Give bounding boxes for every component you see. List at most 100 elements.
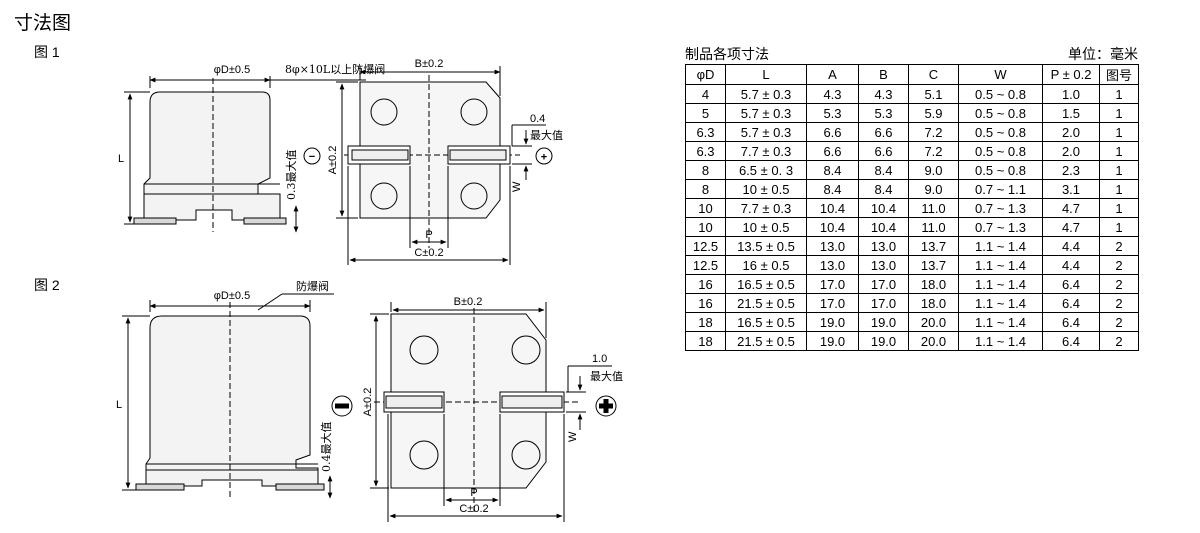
table-cell: 16 — [685, 274, 726, 294]
table-cell: 0.5 ~ 0.8 — [958, 141, 1043, 161]
table-cell: 13.7 — [908, 236, 959, 256]
figure-1-label: 图 1 — [34, 44, 60, 60]
table-cell: 4.3 — [858, 84, 909, 104]
capacitor-body-1 — [143, 91, 281, 221]
table-cell: 6.3 — [685, 122, 726, 142]
col-header: A — [806, 64, 859, 85]
table-cell: 17.0 — [858, 274, 909, 294]
table-cell: 0.5 ~ 0.8 — [958, 122, 1043, 142]
table-cell: 16.5 ± 0.5 — [725, 312, 807, 332]
table-cell: 17.0 — [806, 274, 859, 294]
table-cell: 21.5 ± 0.5 — [725, 293, 807, 313]
table-cell: 7.7 ± 0.3 — [725, 198, 807, 218]
table-cell: 13.0 — [806, 255, 859, 275]
fig1-minus-sign: − — [309, 151, 315, 163]
col-header: L — [725, 64, 807, 85]
table-cell: 17.0 — [858, 293, 909, 313]
fig1-p-label: P — [425, 229, 432, 241]
table-cell: 1 — [1099, 198, 1139, 218]
table-cell: 12.5 — [685, 236, 726, 256]
table-cell: 16 — [685, 293, 726, 313]
col-header: B — [858, 64, 909, 85]
fig1-tab-value: 0.4 — [530, 113, 545, 125]
table-cell: 6.4 — [1042, 274, 1100, 294]
table-cell: 1.5 — [1042, 103, 1100, 123]
table-cell: 19.0 — [858, 312, 909, 332]
table-cell: 11.0 — [908, 198, 959, 218]
table-cell: 6.6 — [806, 122, 859, 142]
table-cell: 2 — [1099, 274, 1139, 294]
fig1-height-label: L — [118, 153, 124, 165]
table-cell: 9.0 — [908, 179, 959, 199]
table-cell: 8.4 — [858, 160, 909, 180]
table-cell: 8.4 — [806, 160, 859, 180]
fig1-vent-label: 8φ×10L以上防爆阀 — [285, 62, 385, 76]
table-cell: 2 — [1099, 293, 1139, 313]
table-cell: 5.7 ± 0.3 — [725, 122, 807, 142]
fig2-p-label: P — [470, 487, 477, 499]
table-cell: 1.0 — [1042, 84, 1100, 104]
table-cell: 5.3 — [806, 103, 859, 123]
table-cell: 11.0 — [908, 217, 959, 237]
table-cell: 2 — [1099, 236, 1139, 256]
table-cell: 2 — [1099, 312, 1139, 332]
plus-bar-v-icon — [603, 399, 609, 413]
table-cell: 8 — [685, 160, 726, 180]
table-header-row: φD L A B C W P ± 0.2 图号 — [685, 64, 1139, 85]
table-cell: 2 — [1099, 255, 1139, 275]
table-cell: 1.1 ~ 1.4 — [958, 312, 1043, 332]
table-cell: 1 — [1099, 103, 1139, 123]
table-cell: 5.7 ± 0.3 — [725, 84, 807, 104]
fig2-b-label: B±0.2 — [454, 296, 483, 308]
table-cell: 13.0 — [806, 236, 859, 256]
minus-polarity-icon — [303, 147, 321, 165]
fig2-vent-label: 防爆阀 — [296, 279, 329, 293]
table-cell: 6.6 — [806, 141, 859, 161]
table-cell: 4.4 — [1042, 255, 1100, 275]
table-cell: 5.1 — [908, 84, 959, 104]
table-cell: 10 — [685, 217, 726, 237]
figure-2-bottom-view — [370, 302, 612, 522]
table-cell: 13.7 — [908, 255, 959, 275]
table-header: 制品各项寸法 单位：毫米 — [685, 44, 1138, 64]
fig2-tab-value: 1.0 — [592, 353, 607, 365]
fig2-height-label: L — [116, 399, 122, 411]
table-cell: 7.2 — [908, 122, 959, 142]
table-cell: 19.0 — [806, 331, 859, 351]
table-cell: 5 — [685, 103, 726, 123]
fig1-diameter-label: φD±0.5 — [214, 64, 250, 76]
base-plate-2 — [390, 313, 547, 489]
plus-polarity-icon — [535, 147, 553, 165]
table-cell: 6.6 — [858, 141, 909, 161]
table-cell: 2 — [1099, 331, 1139, 351]
figure-2-label: 图 2 — [34, 277, 60, 293]
table-cell: 8.4 — [806, 179, 859, 199]
fig2-c-label: C±0.2 — [459, 503, 488, 515]
col-header: W — [958, 64, 1043, 85]
table-cell: 10.4 — [806, 217, 859, 237]
table-cell: 4.4 — [1042, 236, 1100, 256]
terminal-left-2 — [135, 483, 185, 491]
fig1-a-label: A±0.2 — [327, 146, 339, 175]
table-cell: 4.3 — [806, 84, 859, 104]
table-cell: 1 — [1099, 217, 1139, 237]
table-cell: 7.7 ± 0.3 — [725, 141, 807, 161]
table-cell: 21.5 ± 0.5 — [725, 331, 807, 351]
table-cell: 9.0 — [908, 160, 959, 180]
table-cell: 4 — [685, 84, 726, 104]
table-cell: 6.3 — [685, 141, 726, 161]
table-cell: 16 ± 0.5 — [725, 255, 807, 275]
fig1-plus-sign: + — [541, 152, 547, 164]
table-cell: 0.5 ~ 0.8 — [958, 160, 1043, 180]
page-title: 寸法图 — [14, 12, 72, 34]
